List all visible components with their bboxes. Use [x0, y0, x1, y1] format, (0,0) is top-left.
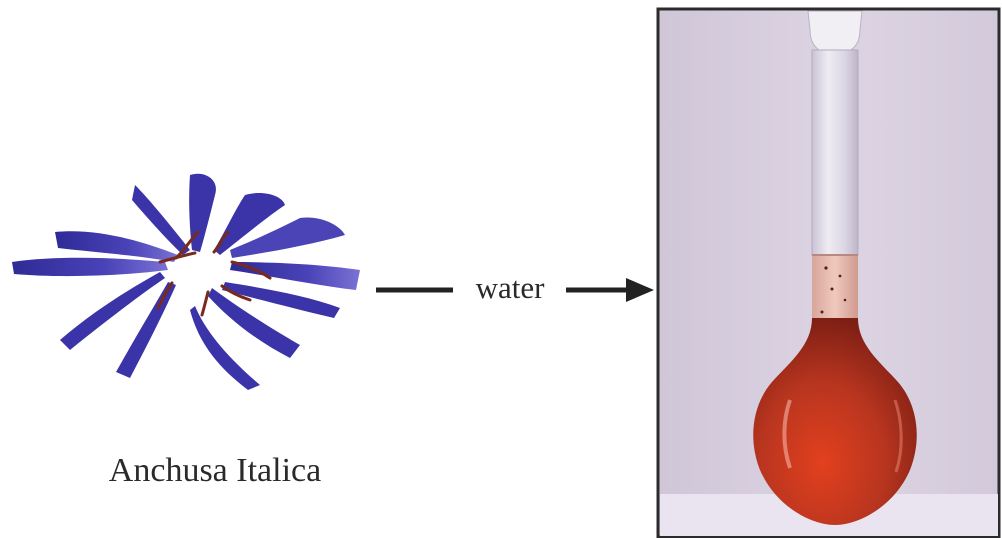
petal — [189, 174, 216, 252]
flask-stopper — [808, 11, 862, 52]
flask-photo — [658, 9, 999, 537]
arrow-head — [626, 278, 654, 302]
petal — [55, 231, 178, 262]
petal — [12, 258, 168, 276]
arrow-label: water — [455, 270, 565, 306]
anchusa-flower — [12, 174, 360, 390]
flask-neck — [812, 50, 858, 255]
plant-name-caption: Anchusa Italica — [60, 452, 370, 490]
